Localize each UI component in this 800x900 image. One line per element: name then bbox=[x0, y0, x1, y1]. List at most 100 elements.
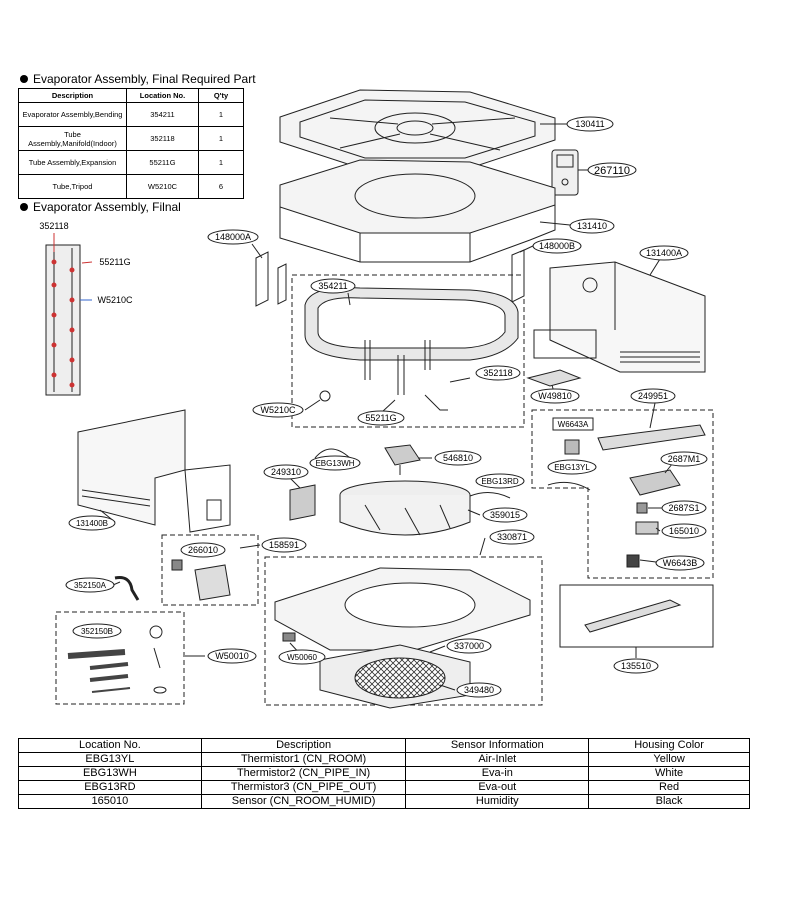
table-header-row: Description Location No. Q'ty bbox=[18, 88, 244, 103]
final-assembly-title: Evaporator Assembly, Filnal bbox=[20, 200, 181, 214]
callout-text: W50060 bbox=[287, 653, 317, 662]
callout-text: W6643B bbox=[663, 558, 698, 568]
cell-description: Sensor (CN_ROOM_HUMID) bbox=[200, 794, 407, 809]
part-249951-control-box bbox=[597, 424, 706, 451]
callout-text: 352118 bbox=[483, 368, 512, 378]
callout-W6643B: W6643B bbox=[655, 555, 705, 571]
part-W6643B-connector bbox=[626, 554, 640, 568]
cell-sensor-info: Eva-out bbox=[405, 780, 590, 795]
callout-W5210C: W5210C bbox=[252, 402, 304, 418]
callout-EBG13YL: EBG13YL bbox=[547, 459, 597, 475]
callout-text: 131400A bbox=[646, 248, 682, 258]
callout-text: W6643A bbox=[558, 420, 589, 429]
callout-text: 131410 bbox=[577, 221, 607, 231]
table-row: EBG13RD Thermistor3 (CN_PIPE_OUT) Eva-ou… bbox=[18, 780, 750, 795]
part-W5210C-tripod-tube bbox=[319, 390, 331, 402]
callout-text: 330871 bbox=[497, 532, 527, 542]
cell-description: Thermistor2 (CN_PIPE_IN) bbox=[200, 766, 407, 781]
part-354211-evaporator bbox=[304, 287, 519, 395]
callout-148000A: 148000A bbox=[207, 229, 259, 245]
cell-sensor-info: Humidity bbox=[405, 794, 590, 809]
callout-2687M1: 2687M1 bbox=[660, 451, 708, 467]
callout-354211: 354211 bbox=[310, 278, 356, 294]
callout-text: 130411 bbox=[575, 119, 604, 129]
callout-352118: 352118 bbox=[475, 365, 521, 381]
callout-W50010: W50010 bbox=[207, 648, 257, 664]
callout-546810: 546810 bbox=[434, 450, 482, 466]
evap-label-W5210C: W5210C bbox=[97, 295, 133, 305]
callout-130411: 130411 bbox=[566, 116, 614, 132]
callout-267110: 267110 bbox=[587, 162, 637, 178]
callout-349480: 349480 bbox=[456, 682, 502, 698]
cell-description: Tube,Tripod bbox=[18, 174, 127, 199]
callout-text: 337000 bbox=[454, 641, 484, 651]
exploded-view-diagram: 352118 55211G W5210C 130411 267110 13141… bbox=[39, 89, 714, 709]
table-row: EBG13YL Thermistor1 (CN_ROOM) Air-Inlet … bbox=[18, 752, 750, 767]
cell-qty: 6 bbox=[198, 174, 244, 199]
part-148000B-bracket bbox=[511, 249, 525, 303]
callout-131400B: 131400B bbox=[68, 515, 116, 531]
cell-housing-color: White bbox=[588, 766, 750, 781]
evap-label-352118: 352118 bbox=[39, 221, 68, 231]
callout-158591: 158591 bbox=[261, 537, 307, 553]
callout-135510: 135510 bbox=[613, 658, 659, 674]
callout-text: EBG13WH bbox=[315, 459, 354, 468]
part-135510-panel bbox=[584, 599, 682, 633]
cell-description: Thermistor1 (CN_ROOM) bbox=[200, 752, 407, 767]
callout-352150A: 352150A bbox=[65, 577, 115, 593]
part-EBG13WH-thermistor bbox=[314, 448, 351, 459]
part-330871-front-panel bbox=[274, 567, 531, 651]
callout-W50060: W50060 bbox=[278, 649, 326, 665]
header-sensor-info: Sensor Information bbox=[405, 738, 590, 753]
callout-text: 354211 bbox=[318, 281, 347, 291]
callout-text: 2687M1 bbox=[668, 454, 701, 464]
callout-131410: 131410 bbox=[569, 218, 615, 234]
part-131410-chassis bbox=[279, 159, 556, 263]
table-row: Tube Assembly,Manifold(Indoor) 352118 1 bbox=[18, 126, 244, 151]
part-2687S1-pcb bbox=[636, 502, 648, 514]
part-131400A-side-panel bbox=[549, 261, 706, 373]
callout-131400A: 131400A bbox=[639, 245, 689, 261]
callout-W6643A: W6643A bbox=[552, 417, 594, 431]
callout-text: EBG13YL bbox=[554, 463, 590, 472]
callout-2687S1: 2687S1 bbox=[661, 500, 707, 516]
callout-text: 359015 bbox=[490, 510, 520, 520]
callout-text: 148000B bbox=[539, 241, 575, 251]
callout-text: 158591 bbox=[269, 540, 299, 550]
required-part-title-text: Evaporator Assembly, Final Required Part bbox=[33, 72, 256, 86]
bullet-icon bbox=[20, 203, 28, 211]
callout-359015: 359015 bbox=[482, 507, 528, 523]
callout-W49810: W49810 bbox=[530, 388, 580, 404]
callout-text: 266010 bbox=[188, 545, 218, 555]
required-part-title: Evaporator Assembly, Final Required Part bbox=[20, 72, 256, 86]
callout-EBG13RD: EBG13RD bbox=[475, 473, 525, 489]
cell-description: Tube Assembly,Manifold(Indoor) bbox=[18, 126, 127, 151]
cell-location: W5210C bbox=[126, 174, 199, 199]
callout-249310: 249310 bbox=[263, 464, 309, 480]
part-131400B-side-panel bbox=[77, 409, 231, 533]
part-W6643A-connector bbox=[564, 439, 580, 455]
table-row: 165010 Sensor (CN_ROOM_HUMID) Humidity B… bbox=[18, 794, 750, 809]
callout-text: 546810 bbox=[443, 453, 473, 463]
callout-text: 148000A bbox=[215, 232, 251, 242]
part-267110-remote-control bbox=[551, 149, 579, 196]
required-part-table: Description Location No. Q'ty Evaporator… bbox=[18, 88, 244, 199]
callout-266010: 266010 bbox=[180, 542, 226, 558]
header-location: Location No. bbox=[18, 738, 202, 753]
cell-housing-color: Red bbox=[588, 780, 750, 795]
part-55211G-expansion-tube bbox=[424, 394, 448, 411]
callout-249951: 249951 bbox=[630, 388, 676, 404]
part-165010-sensor bbox=[635, 521, 659, 535]
table-row: EBG13WH Thermistor2 (CN_PIPE_IN) Eva-in … bbox=[18, 766, 750, 781]
part-249310-bracket bbox=[289, 484, 316, 521]
part-148000A-bracket bbox=[255, 251, 287, 307]
part-W49810 bbox=[526, 369, 582, 387]
part-2687M1-pcb bbox=[629, 469, 681, 496]
callout-text: W50010 bbox=[215, 651, 249, 661]
part-158591-region bbox=[161, 534, 259, 606]
evaporator-assembly-region bbox=[291, 274, 525, 428]
cell-qty: 1 bbox=[198, 102, 244, 127]
part-EBG13YL-thermistor bbox=[547, 481, 591, 491]
callout-165010: 165010 bbox=[661, 523, 707, 539]
part-359015-fan bbox=[339, 480, 471, 536]
